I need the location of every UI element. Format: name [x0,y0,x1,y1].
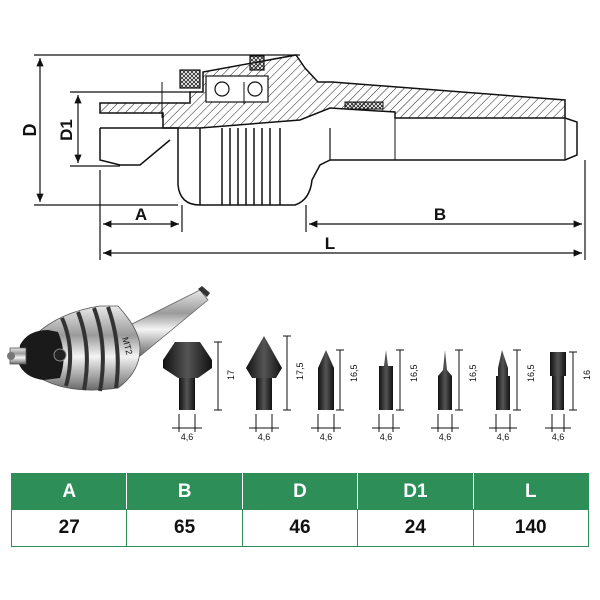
point-6: 16,5 4,6 [489,349,536,442]
point-2-height: 17,5 [295,362,305,380]
point-1-shank: 4,6 [181,432,194,442]
dim-label-d1: D1 [57,119,76,141]
point-3: 16,5 4,6 [311,349,359,442]
point-4-height: 16,5 [409,364,419,382]
table-header: A [10,473,128,510]
bearing-element [179,69,201,89]
point-3-height: 16,5 [349,364,359,382]
ball-bearing [247,81,263,97]
table-cell: 24 [357,509,474,547]
point-2: 17,5 4,6 [246,335,305,442]
bearing-element [249,55,265,71]
dim-label-a: A [135,205,147,224]
point-7-height: 16 [582,370,592,380]
dimension-lines [34,54,586,260]
ball-bearing [214,81,230,97]
dimension-table: A B D D1 L 27 65 46 24 140 [10,473,590,547]
table-cell: 140 [472,509,590,547]
dim-label-d: D [20,124,40,137]
table-row: 27 65 46 24 140 [10,509,590,547]
dim-label-b: B [434,205,446,224]
dim-label-l: L [325,234,335,253]
point-tip-outline [99,128,171,166]
point-5: 16,5 4,6 [431,349,478,442]
table-cell: 46 [241,509,359,547]
table-header: D [241,473,359,510]
table-header: L [472,473,590,510]
table-header: D1 [357,473,474,510]
cross-section-drawing [99,54,578,206]
product-marking: MT2 [120,336,134,356]
point-7-shank: 4,6 [552,432,565,442]
point-5-height: 16,5 [468,364,478,382]
table-cell: 65 [126,509,243,547]
point-1-height: 17 [226,370,236,380]
grip-grooves [199,128,281,205]
point-1: 17 4,6 [163,341,236,442]
bearing-element [344,101,384,110]
live-center-product-image: MT2 [7,286,210,392]
table-header: B [126,473,243,510]
point-7: 16 4,6 [545,351,592,442]
point-4: 16,5 4,6 [372,349,419,442]
body-outline-lower [177,117,578,206]
point-4-shank: 4,6 [380,432,393,442]
point-2-shank: 4,6 [258,432,271,442]
table-header-row: A B D D1 L [10,473,590,510]
point-6-height: 16,5 [526,364,536,382]
point-6-shank: 4,6 [497,432,510,442]
point-5-shank: 4,6 [439,432,452,442]
point-3-shank: 4,6 [320,432,333,442]
table-cell: 27 [10,509,128,547]
